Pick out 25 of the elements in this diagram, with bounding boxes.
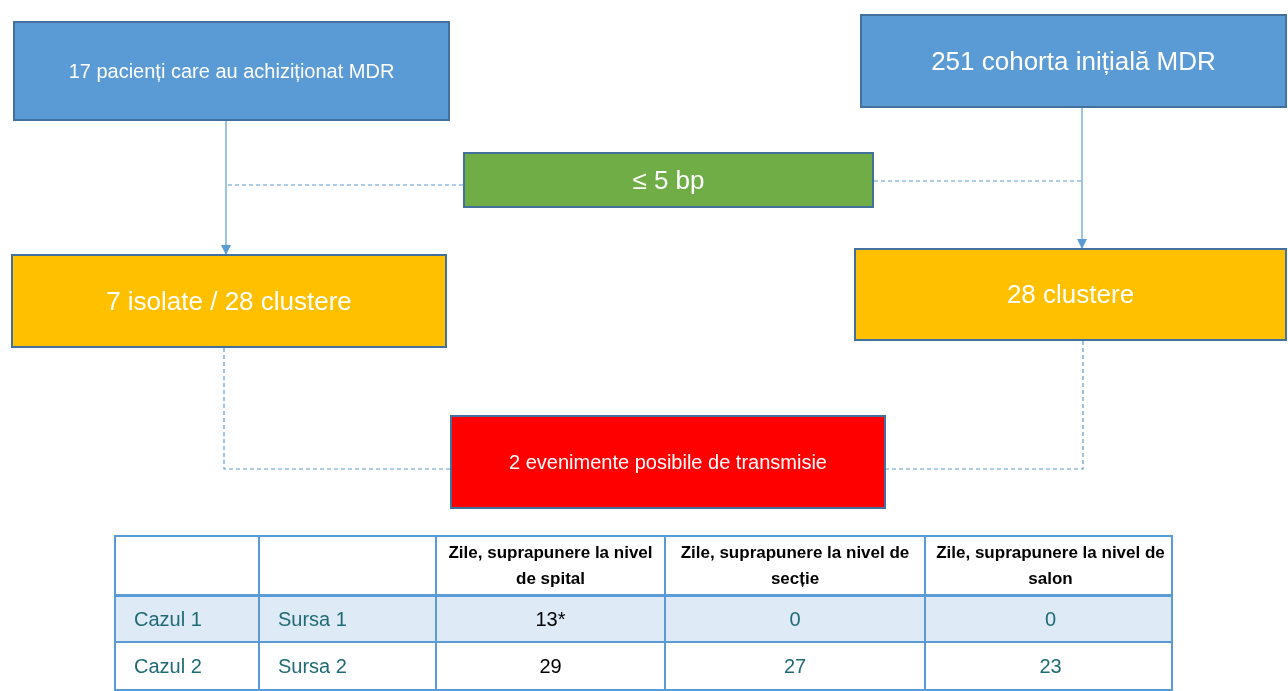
column-header: Zile, suprapunere la nivel de secție bbox=[666, 537, 926, 594]
table-cell: 27 bbox=[666, 643, 926, 689]
table-cell: 13* bbox=[437, 597, 666, 641]
result-box: 28 clustere bbox=[854, 248, 1287, 341]
table-cell: 0 bbox=[666, 597, 926, 641]
arrow bbox=[221, 120, 231, 255]
dashed-connector bbox=[885, 340, 1084, 470]
dashed-connector bbox=[223, 347, 451, 470]
process-box: 251 cohorta inițială MDR bbox=[860, 14, 1287, 108]
table-cell-text: 23 bbox=[1038, 654, 1063, 679]
column-header: Zile, suprapunere la nivel de spital bbox=[437, 537, 666, 594]
arrow bbox=[1077, 107, 1087, 249]
process-box: 17 pacienți care au achiziționat MDR bbox=[13, 21, 450, 121]
table-cell: 29 bbox=[437, 643, 666, 689]
outcome-box: 2 evenimente posibile de transmisie bbox=[450, 415, 886, 509]
dashed-connector bbox=[227, 184, 464, 186]
table-cell-text: 0 bbox=[1043, 607, 1058, 632]
dashed-connector bbox=[873, 180, 1083, 182]
table-cell: Cazul 2 bbox=[116, 643, 260, 689]
column-header: Zile, suprapunere la nivel de salon bbox=[935, 542, 1166, 590]
table-cell: Cazul 1 bbox=[116, 597, 260, 641]
table-cell: Sursa 2 bbox=[260, 643, 437, 689]
result-box: 7 isolate / 28 clustere bbox=[11, 254, 447, 348]
criterion-box: ≤ 5 bp bbox=[463, 152, 874, 208]
table-cell: Sursa 1 bbox=[260, 597, 437, 641]
